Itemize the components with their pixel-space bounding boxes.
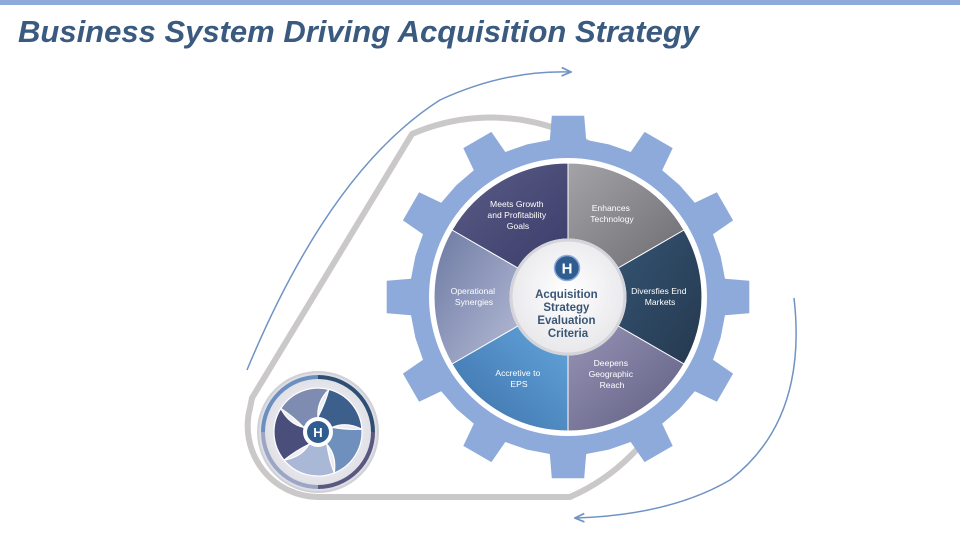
- segment-label-eps: Accretive to EPS: [495, 368, 542, 389]
- center-logo-icon: H: [553, 254, 581, 282]
- center-label-line-1: Acquisition: [535, 289, 598, 301]
- small-wheel-icon: H: [257, 371, 379, 493]
- center-label-line-4: Criteria: [548, 328, 589, 340]
- top-accent-bar: [0, 0, 960, 5]
- center-hub: [509, 238, 627, 356]
- center-label-line-2: Strategy: [543, 302, 590, 314]
- segment-label-synergies: Operational Synergies: [451, 286, 498, 307]
- small-wheel-blade: [273, 407, 310, 461]
- center-label-line-3: Evaluation: [537, 315, 595, 327]
- segment-label-growth: Meets Growth and Profitability Goals: [487, 199, 548, 231]
- slide-title: Business System Driving Acquisition Stra…: [18, 14, 700, 49]
- segment-label-geographic: Deepens Geographic Reach: [589, 358, 636, 390]
- small-wheel-blade: [282, 443, 336, 477]
- top-arrow: [246, 72, 570, 371]
- bottom-arrow: [576, 297, 797, 518]
- small-wheel-blade: [326, 426, 363, 474]
- segment-label-technology: Enhances Technology: [590, 203, 634, 224]
- segment-label-end-markets: Diversfies End Markets: [631, 286, 689, 307]
- center-logo-letter: H: [562, 261, 573, 278]
- small-wheel-logo-letter: H: [313, 425, 322, 440]
- small-wheel-blade: [317, 388, 363, 431]
- center-label: Acquisition Strategy Evaluation Criteria: [535, 289, 601, 340]
